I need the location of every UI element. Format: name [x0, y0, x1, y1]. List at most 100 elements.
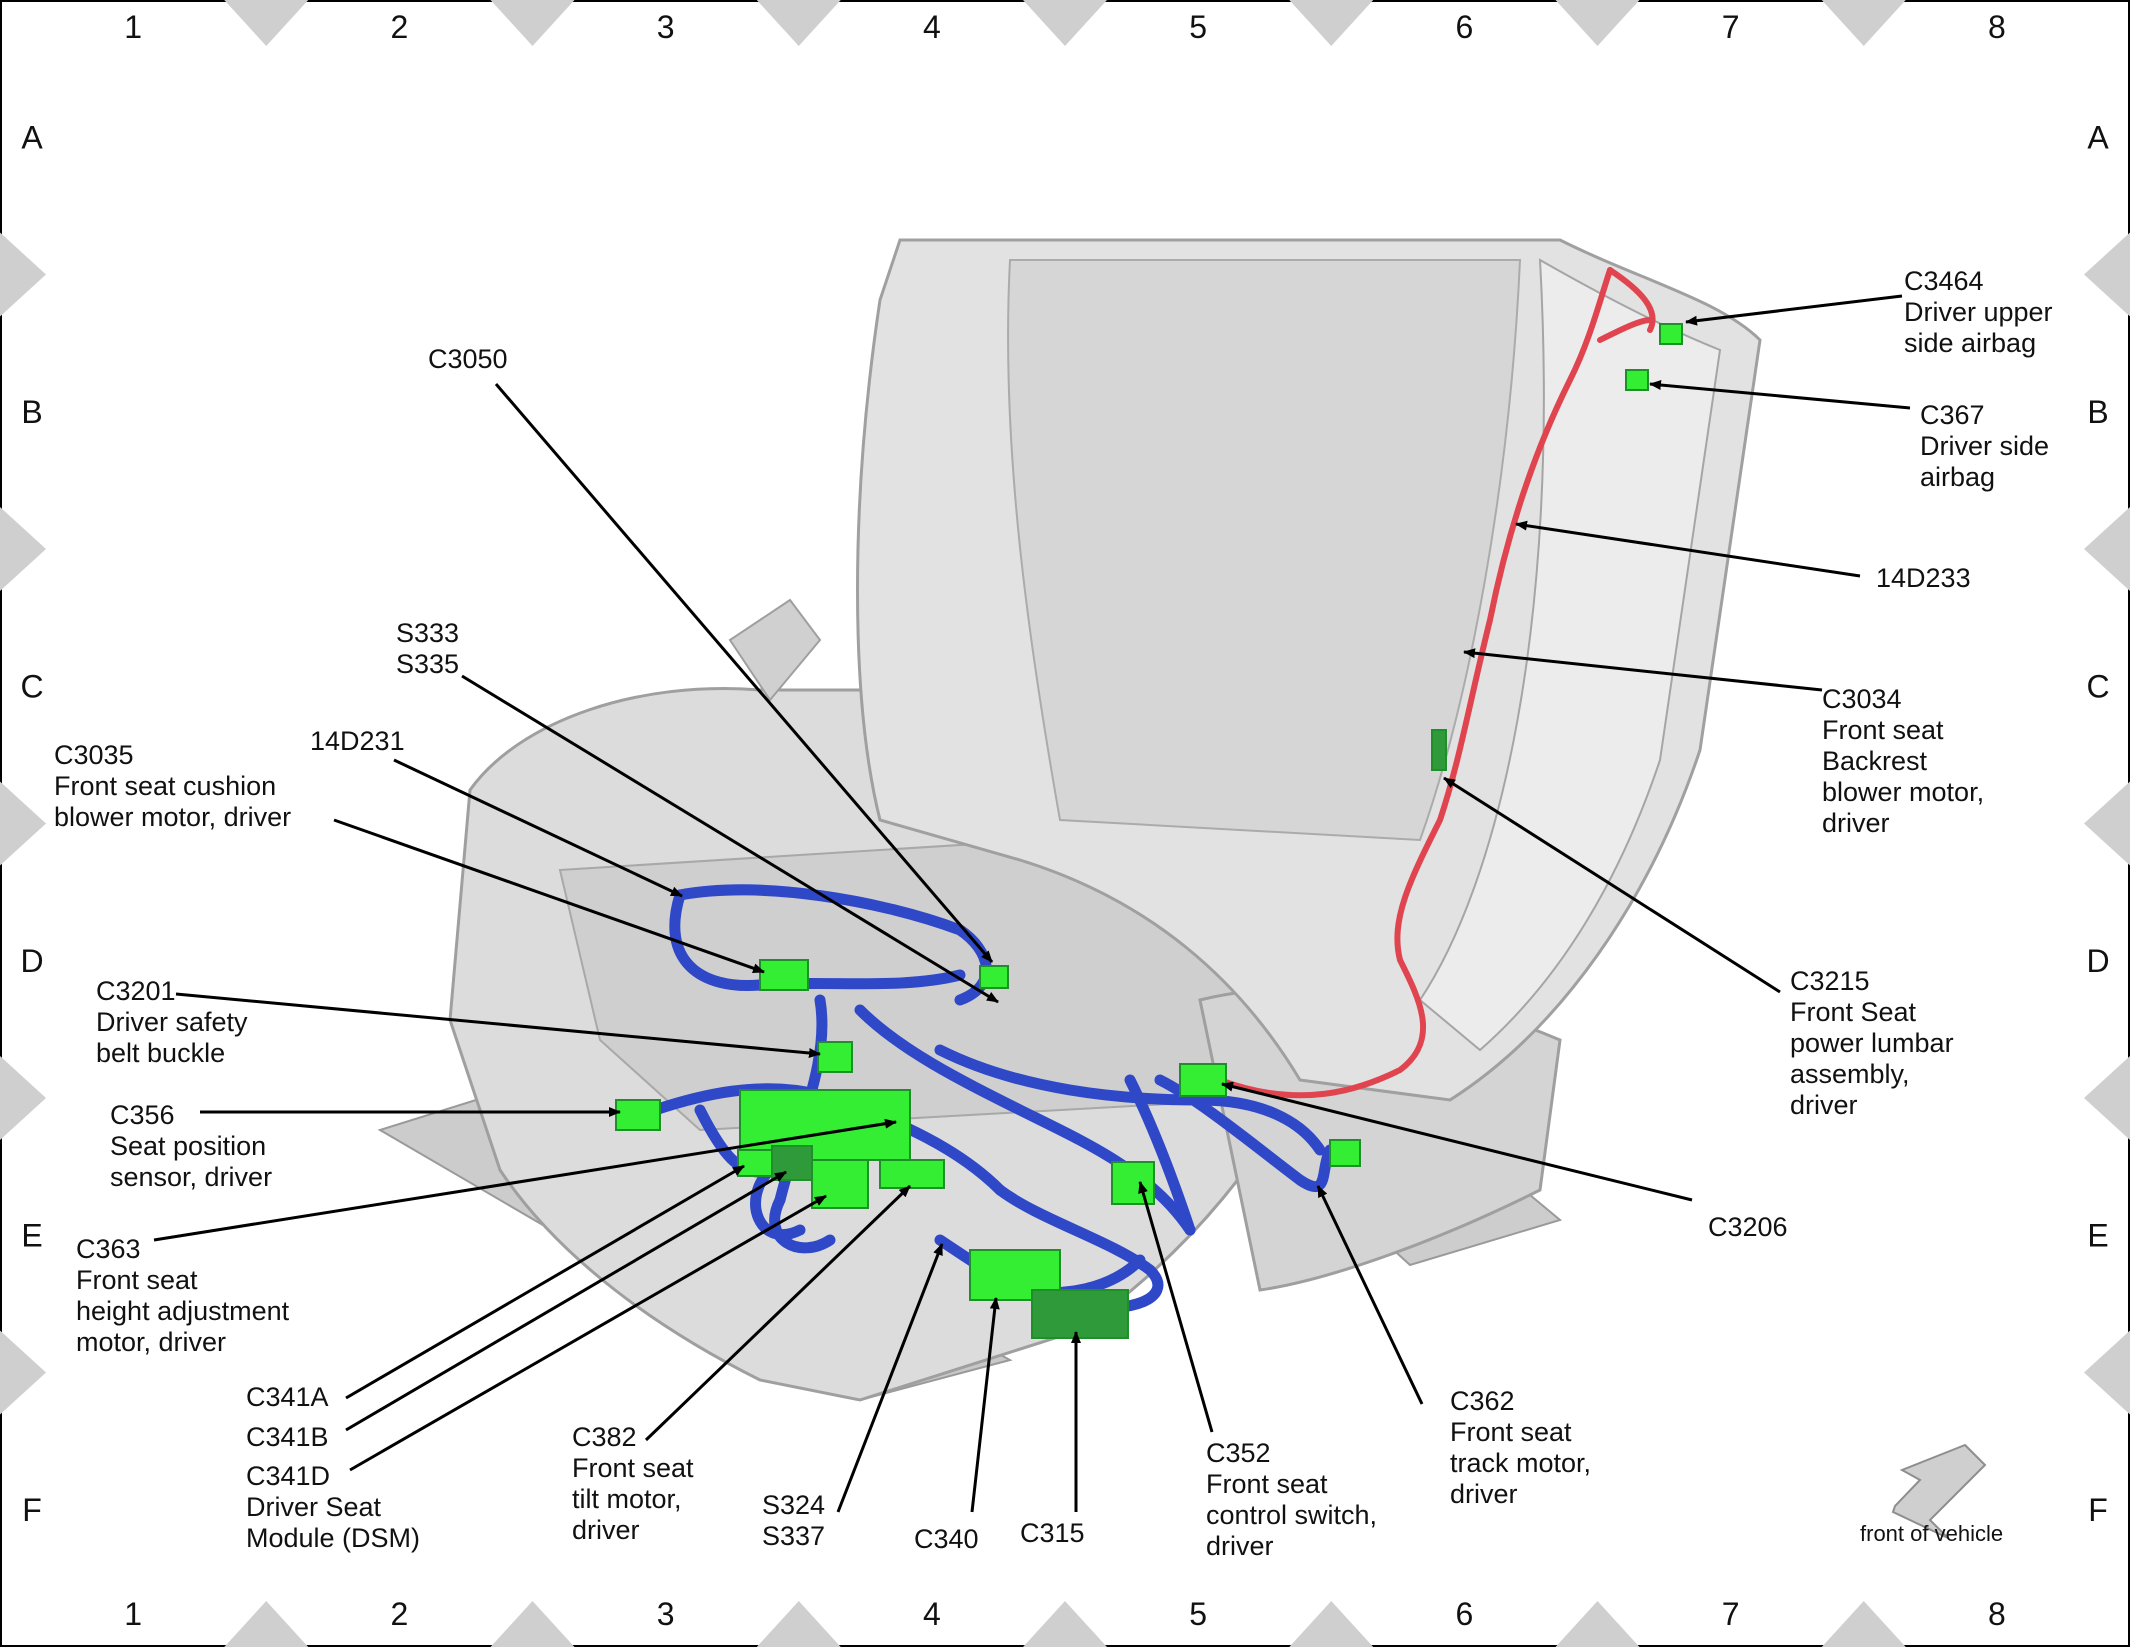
- callout-line: Driver safety: [96, 1007, 248, 1037]
- connector-c3201: [817, 1041, 853, 1073]
- grid-label-left-B: B: [21, 394, 42, 430]
- callout-line: Front Seat: [1790, 997, 1917, 1027]
- callout-line: Module (DSM): [246, 1523, 420, 1553]
- connector-c315: [1031, 1289, 1129, 1339]
- connector-c362: [1329, 1139, 1361, 1167]
- grid-label-top-1: 1: [124, 9, 142, 45]
- connector-c3215: [1431, 729, 1447, 771]
- callout-line: driver: [1790, 1090, 1858, 1120]
- grid-label-top-6: 6: [1455, 9, 1473, 45]
- grid-marker-top: [490, 0, 575, 46]
- seat-belt-stalk: [728, 598, 822, 702]
- grid-marker-top: [1289, 0, 1374, 46]
- leader-c3035: [333, 818, 765, 974]
- grid-marker-left: [0, 1056, 46, 1140]
- callout-line: C3034: [1822, 684, 1902, 714]
- callout-line: track motor,: [1450, 1448, 1591, 1478]
- front-arrow-icon: [1891, 1443, 1987, 1539]
- grid-marker-bottom: [756, 1601, 841, 1647]
- callout-line: S337: [762, 1521, 825, 1551]
- grid-label-bottom-6: 6: [1455, 1596, 1473, 1632]
- callout-line: 14D231: [310, 726, 405, 756]
- callout-line: C3464: [1904, 266, 1984, 296]
- callout-line: C382: [572, 1422, 637, 1452]
- callout-line: Front seat: [1822, 715, 1944, 745]
- callout-line: power lumbar: [1790, 1028, 1954, 1058]
- grid-marker-bottom: [1821, 1601, 1906, 1647]
- connector-c3035: [759, 959, 809, 991]
- grid-label-right-E: E: [2087, 1217, 2108, 1253]
- leader-c362: [1316, 1185, 1424, 1405]
- callout-line: C3201: [96, 976, 176, 1006]
- callout-line: motor, driver: [76, 1327, 226, 1357]
- front-of-vehicle-label: front of vehicle: [1860, 1521, 2003, 1546]
- callout-line: blower motor, driver: [54, 802, 291, 832]
- callout-line: driver: [1450, 1479, 1518, 1509]
- grid-label-bottom-7: 7: [1722, 1596, 1740, 1632]
- grid-label-top-4: 4: [923, 9, 941, 45]
- callout-line: 14D233: [1876, 563, 1971, 593]
- leader-c3206: [1221, 1081, 1693, 1202]
- grid-marker-top: [1555, 0, 1640, 46]
- grid-label-top-5: 5: [1189, 9, 1207, 45]
- grid-label-left-F: F: [22, 1492, 42, 1528]
- leader-c382: [644, 1184, 912, 1442]
- callout-line: Front seat cushion: [54, 771, 276, 801]
- callout-14d231: 14D231: [310, 726, 405, 756]
- callout-line: driver: [572, 1515, 640, 1545]
- grid-marker-bottom: [224, 1601, 309, 1647]
- grid-label-right-A: A: [2087, 119, 2109, 155]
- grid-marker-left: [0, 507, 46, 591]
- leader-lines: [153, 294, 1911, 1513]
- callout-c3050: C3050: [428, 344, 508, 374]
- connector-c367: [1625, 369, 1649, 391]
- callout-line: Backrest: [1822, 746, 1928, 776]
- callout-line: C352: [1206, 1438, 1271, 1468]
- front-of-vehicle-indicator: front of vehicle: [1860, 1443, 2003, 1546]
- callout-line: C341A: [246, 1382, 329, 1412]
- leader-c3464: [1685, 294, 1903, 326]
- leader-c3215: [1443, 776, 1781, 994]
- grid-marker-top: [756, 0, 841, 46]
- grid-label-top-3: 3: [657, 9, 675, 45]
- grid-marker-left: [0, 781, 46, 866]
- callout-line: C3215: [1790, 966, 1870, 996]
- grid-label-bottom-4: 4: [923, 1596, 941, 1632]
- grid-marker-bottom: [1555, 1601, 1640, 1647]
- connector-c341b: [771, 1145, 813, 1181]
- grid-marker-right: [2084, 1330, 2130, 1415]
- callout-line: Front seat: [572, 1453, 694, 1483]
- callout-line: assembly,: [1790, 1059, 1910, 1089]
- callout-line: C3050: [428, 344, 508, 374]
- callout-line: C363: [76, 1234, 141, 1264]
- callout-line: C356: [110, 1100, 175, 1130]
- connector-c352: [1111, 1161, 1155, 1205]
- grid-label-bottom-2: 2: [390, 1596, 408, 1632]
- callout-line: Front seat: [1206, 1469, 1328, 1499]
- callout-line: Seat position: [110, 1131, 266, 1161]
- callout-line: C341D: [246, 1461, 330, 1491]
- leader-14d231: [393, 758, 683, 898]
- callout-line: S335: [396, 649, 459, 679]
- leader-c340: [970, 1297, 1000, 1513]
- callout-line: C367: [1920, 400, 1985, 430]
- grid-label-top-7: 7: [1722, 9, 1740, 45]
- callout-line: driver: [1822, 808, 1890, 838]
- callout-c315: C315: [1020, 1518, 1085, 1548]
- callout-line: C3035: [54, 740, 134, 770]
- leader-c341a: [345, 1164, 745, 1400]
- leader-s324: [836, 1243, 944, 1513]
- grid-label-right-F: F: [2088, 1492, 2108, 1528]
